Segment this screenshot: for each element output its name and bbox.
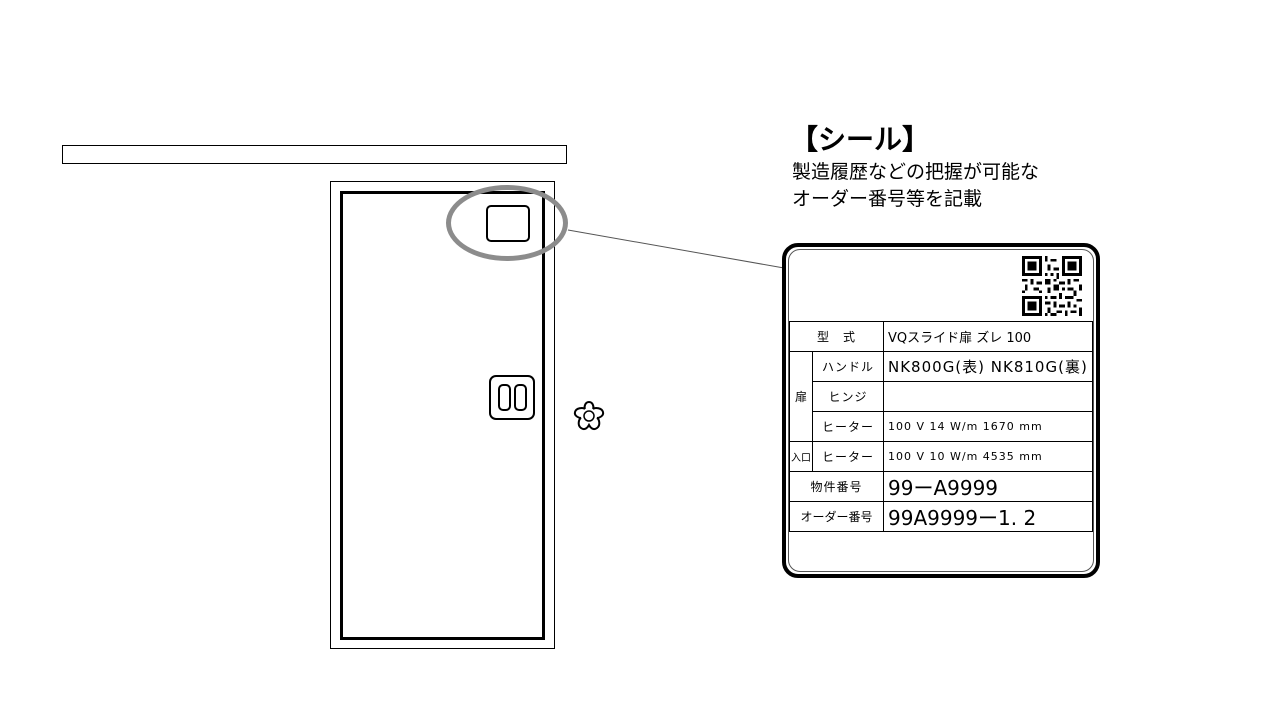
order-number-key: オーダー番号 xyxy=(789,501,884,532)
qr-code-icon xyxy=(1022,256,1082,316)
callout-title: 【シール】 xyxy=(790,123,931,156)
table-row: オーダー番号 99A9999ー1. 2 xyxy=(789,501,1093,532)
handle-slot-right xyxy=(514,384,527,411)
order-number-value: 99A9999ー1. 2 xyxy=(883,501,1093,532)
handle-key: ハンドル xyxy=(812,351,884,382)
door-handle xyxy=(489,375,535,420)
model-value: VQスライド扉 ズレ 100 xyxy=(883,321,1093,352)
table-row: 入口 ヒーター 100 V 10 W/m 4535 mm xyxy=(789,441,1093,472)
table-row: ヒンジ xyxy=(790,381,1093,412)
entrance-heater-value: 100 V 10 W/m 4535 mm xyxy=(883,441,1093,472)
sliding-door-panel xyxy=(340,191,545,640)
entrance-heater-key: ヒーター xyxy=(812,441,884,472)
hinge-key: ヒンジ xyxy=(812,381,884,412)
spec-table: 型 式 VQスライド扉 ズレ 100 扉 ハンドル NK800G(表) NK81… xyxy=(789,321,1093,532)
flower-knob-icon xyxy=(573,400,605,431)
entrance-group-label: 入口 xyxy=(789,441,813,472)
seal-label-inner-border xyxy=(788,249,1094,572)
handle-slot-left xyxy=(498,384,511,411)
model-key: 型 式 xyxy=(789,321,884,352)
callout-description-line1: 製造履歴などの把握が可能な xyxy=(792,161,1040,183)
table-row: ヒーター 100 V 14 W/m 1670 mm xyxy=(790,411,1093,442)
door-heater-key: ヒーター xyxy=(812,411,884,442)
hinge-value xyxy=(883,381,1093,412)
callout-description-line2: オーダー番号等を記載 xyxy=(792,188,983,210)
door-heater-value: 100 V 14 W/m 1670 mm xyxy=(883,411,1093,442)
table-row: 物件番号 99ーA9999 xyxy=(789,471,1093,502)
door-rail xyxy=(62,145,567,164)
door-group-label: 扉 xyxy=(789,351,813,442)
table-row: 扉 ハンドル NK800G(表) NK810G(裏) xyxy=(789,351,1093,442)
table-row: 型 式 VQスライド扉 ズレ 100 xyxy=(789,321,1093,352)
sliding-door-frame xyxy=(330,181,555,649)
property-number-key: 物件番号 xyxy=(789,471,884,502)
seal-highlight-circle xyxy=(446,185,568,261)
handle-value: NK800G(表) NK810G(裏) xyxy=(883,351,1093,382)
property-number-value: 99ーA9999 xyxy=(883,471,1093,502)
